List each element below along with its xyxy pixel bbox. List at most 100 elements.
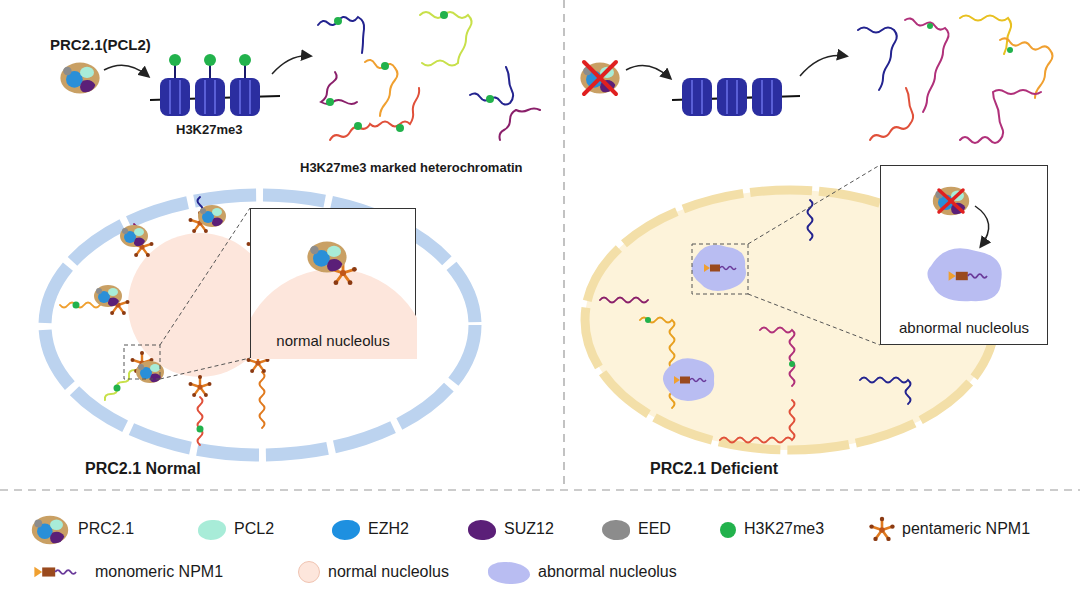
zoom-leader: [748, 165, 880, 244]
nucleosome-array: [692, 80, 772, 114]
flow-arrow: [626, 55, 846, 78]
nucleosome-array: [672, 78, 800, 116]
nucleosome-array: [682, 78, 712, 116]
deletion-cross: [584, 62, 616, 94]
decondensed-fibers: [858, 16, 1053, 144]
h3k27me3-dot: [645, 317, 795, 367]
nucleolus-zoom: [307, 242, 346, 273]
nucleosome-array: [169, 54, 251, 66]
legend-swatch: [602, 520, 630, 540]
nucleosome-array: [169, 54, 181, 66]
legend-text: pentameric NPM1: [902, 520, 1030, 538]
chromatin-fibers: [600, 200, 911, 443]
prc-complex-icon: [60, 63, 99, 94]
heterochromatin-fibers: [420, 12, 472, 66]
h3k27me3-dot: [197, 426, 204, 433]
heterochromatin-fibers: [500, 109, 541, 141]
h3k27me3-dot: [1007, 47, 1013, 53]
legend-swatch: [198, 520, 226, 540]
nucleosome-array: [244, 64, 246, 78]
pentameric-npm1: [189, 375, 212, 397]
h3k27me3-dot: [114, 385, 121, 392]
nucleosome-array: [239, 80, 241, 114]
h3k27me3-dot: [326, 98, 334, 106]
heterochromatin-fibers: [330, 88, 419, 140]
legend-swatch: [488, 562, 530, 584]
decondensed-fibers: [870, 88, 913, 140]
inset-caption: normal nucleolus: [276, 332, 389, 349]
h3k27me3-dot: [789, 361, 795, 367]
heterochromatin-fibers: [318, 17, 364, 53]
nucleosome-array: [239, 54, 251, 66]
nucleosome-array: [752, 78, 782, 116]
chromatin-fibers: [760, 328, 795, 387]
monomeric-npm1: [674, 264, 736, 384]
flow-arrow: [800, 55, 846, 76]
decondensed-fibers: [960, 90, 1041, 143]
zoom-leader: [692, 244, 748, 294]
nucleosome-array: [204, 80, 206, 114]
legend-icon: [869, 517, 894, 541]
nucleosome-array: [195, 78, 225, 116]
abnormal-nucleolus: [663, 358, 714, 401]
heterochromatin-fibers: [365, 60, 398, 116]
h3k27me3-dot: [396, 124, 404, 132]
panel-dividers: [0, 0, 1080, 490]
nucleosome-array: [726, 80, 728, 114]
abnormal-zoom: [939, 190, 963, 212]
decondensed-fibers: [858, 28, 897, 91]
legend-icon: [34, 567, 76, 577]
zoom-leader: [160, 208, 250, 345]
panel-region: PRC2.1 Normal normal nucleolus: [0, 0, 563, 488]
zoom-leader: [160, 358, 250, 379]
chromatin-fibers: [105, 370, 135, 400]
chromatin-fibers: [60, 197, 265, 445]
text-holder: PCL2: [234, 520, 274, 538]
abnormal-zoom: [927, 187, 1001, 302]
flow-arrow: [104, 65, 148, 76]
nucleosome-array: [771, 80, 773, 114]
text-holder: EZH2: [368, 520, 409, 538]
nucleosome-array: [717, 78, 747, 116]
prc-complex-icon: [580, 63, 619, 94]
abnormal-zoom: [949, 271, 987, 281]
prc-complex-icon: [94, 205, 226, 383]
panel-region: PRC2.1 Deficient abnormal nucleolus: [565, 0, 1080, 488]
chromatin-fibers: [600, 298, 648, 303]
nucleosome-array: [230, 78, 260, 116]
nucleosome-array: [736, 80, 738, 114]
heterochromatin-fibers: [321, 72, 357, 104]
nucleosome-array: [209, 64, 211, 78]
chromatin-fibers: [640, 318, 675, 409]
legend-text: monomeric NPM1: [95, 563, 223, 581]
text-holder: SUZ12: [504, 520, 554, 538]
h3k27me3-dot: [354, 122, 362, 130]
h3k27me3-dot: [334, 17, 342, 25]
h3k27me3-dot: [440, 11, 448, 19]
flow-arrow: [626, 66, 670, 79]
nucleosome-array: [175, 64, 245, 78]
h3k27me3-dot: [73, 302, 80, 309]
prc-complex-icon: [120, 225, 148, 247]
diagram-label: H3K27me3 marked heterochromatin: [300, 160, 523, 175]
panel-dividers: [563, 0, 564, 485]
text-holder: pentameric NPM1: [902, 520, 1030, 538]
text-holder: normal nucleolus: [328, 563, 449, 581]
zoom-leader: [124, 208, 250, 379]
prc-complex-icon: [60, 63, 99, 94]
nucleosome-array: [179, 80, 181, 114]
chromatin-fibers: [720, 400, 795, 443]
chromatin-fibers: [260, 372, 265, 428]
panel-heading: PRC2.1 Normal: [85, 460, 563, 478]
nucleosome-array: [214, 80, 216, 114]
legend-text: EED: [638, 520, 671, 538]
prc-complex-icon: [198, 205, 226, 227]
nucleosome-array: [170, 80, 250, 114]
legend-text: normal nucleolus: [328, 563, 449, 581]
legend-text: PCL2: [234, 520, 274, 538]
panel-dividers: [0, 489, 1080, 490]
legend-text: SUZ12: [504, 520, 554, 538]
nucleosome-array: [204, 54, 216, 66]
prc-complex-icon: [94, 285, 122, 307]
